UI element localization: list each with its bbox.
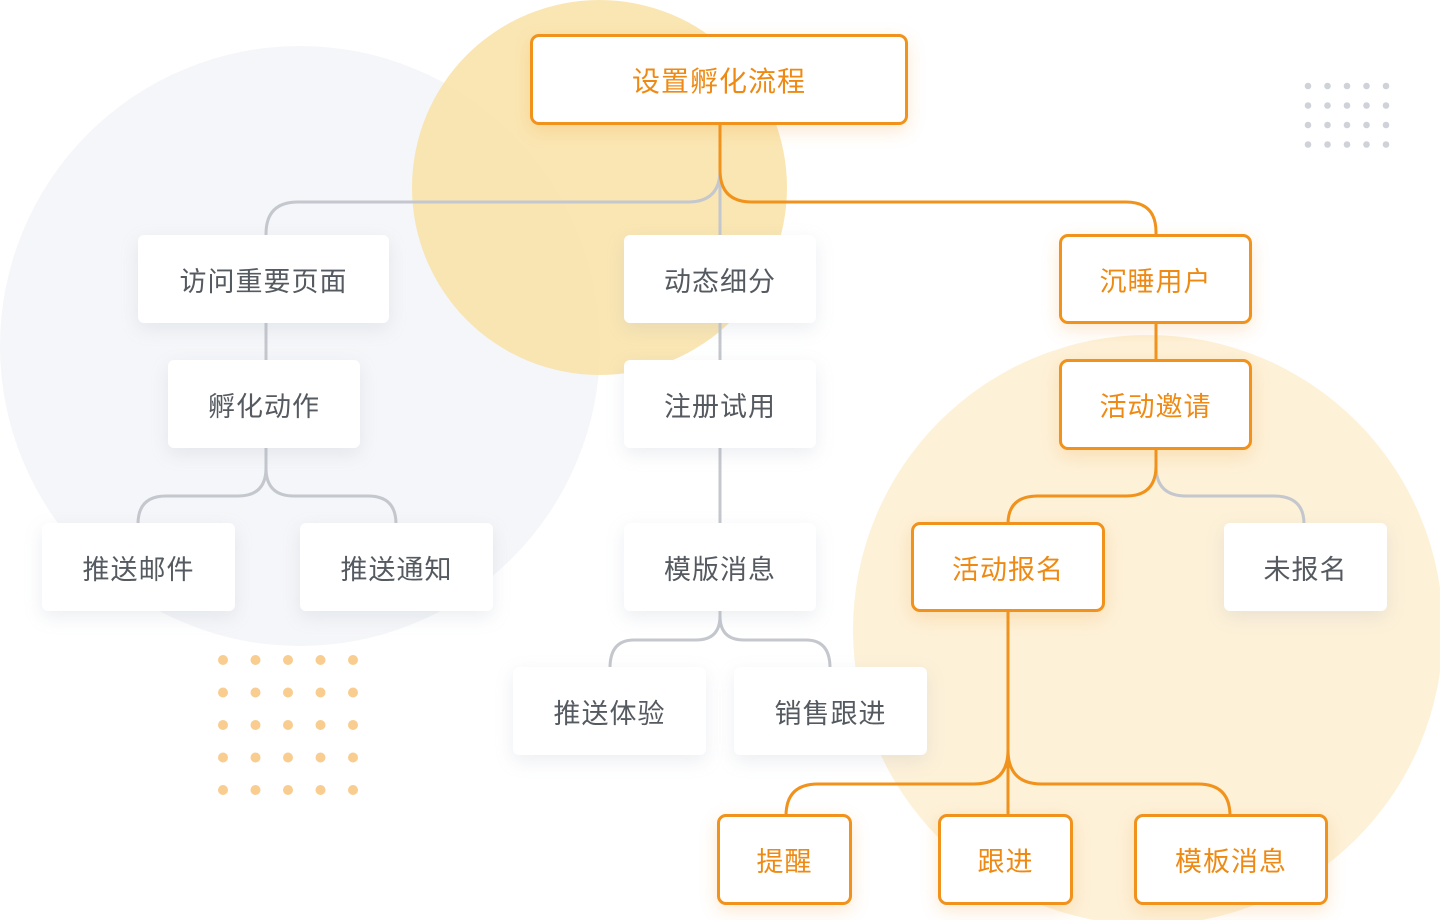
node-label: 设置孵化流程 [631,64,806,98]
decorative-dot [1343,102,1351,109]
decorative-dot [1343,121,1351,129]
decorative-dot [250,720,261,730]
decorative-dot [1324,121,1331,129]
decorative-dot [250,785,261,795]
decorative-dot [1363,82,1370,90]
decorative-dot [1324,82,1331,90]
node-label: 活动邀请 [1099,392,1212,423]
node-event-signup[interactable]: 活动报名 [911,522,1105,612]
decorative-dot [348,785,358,795]
connector-invite-to-notsigned [1154,448,1306,525]
decorative-dot [348,687,358,698]
connector-hatch-to-notice [264,467,398,525]
decorative-dot [283,785,293,795]
node-label: 模版消息 [664,554,776,586]
node-not-signed-up[interactable]: 未报名 [1224,523,1387,611]
node-register-trial[interactable]: 注册试用 [624,360,816,448]
node-label: 沉睡用户 [1099,266,1212,298]
node-root-setup-hatch-flow[interactable]: 设置孵化流程 [530,34,908,125]
decorative-dot [1343,82,1351,90]
node-dormant-users[interactable]: 沉睡用户 [1059,234,1252,324]
node-visit-important-pages[interactable]: 访问重要页面 [138,235,389,323]
decorative-dot [1324,141,1331,148]
decorative-dot [315,655,326,665]
decorative-dot [1363,121,1370,129]
decorative-dot [1382,102,1390,109]
node-label: 跟进 [977,847,1034,878]
decorative-dot [1304,102,1312,109]
decorative-dot [283,720,293,730]
node-push-experience[interactable]: 推送体验 [513,667,706,755]
node-label: 注册试用 [664,391,776,423]
node-label: 提醒 [756,847,813,878]
connector-root-to-dormant [718,125,1158,236]
node-label: 推送邮件 [82,554,195,586]
decorative-dot [218,720,228,730]
node-label: 孵化动作 [208,391,320,423]
connector-template-to-experience [608,610,722,669]
decorative-dot [1304,121,1312,129]
decorative-dot [348,655,358,665]
decorative-dot [250,752,261,763]
node-template-message-right[interactable]: 模板消息 [1134,814,1328,905]
node-push-notification[interactable]: 推送通知 [300,523,493,611]
connector-signup-to-remind [784,749,1010,817]
connector-invite-to-signup [1006,448,1158,525]
decorative-dot [250,655,261,665]
decorative-dot [1324,102,1331,109]
decorative-dot [315,752,326,763]
decorative-dot [283,655,293,665]
connector-signup-to-template [1006,749,1232,817]
decorative-dot [218,687,228,698]
node-label: 销售跟进 [774,698,887,730]
decorative-dot [218,752,228,763]
decorative-dot [348,720,358,730]
decorative-dot [315,687,326,698]
decorative-dot [1363,141,1370,148]
node-label: 推送体验 [553,698,666,730]
decorative-dot [1343,141,1351,148]
node-event-invitation[interactable]: 活动邀请 [1059,359,1252,450]
decorative-dot [348,752,358,763]
decorative-dot [218,655,228,665]
decorative-dot-grid-gray [1304,82,1390,148]
decorative-dot [1382,121,1390,129]
node-label: 推送通知 [340,554,453,586]
decorative-dot [1304,141,1312,148]
decorative-dot [315,785,326,795]
decorative-dot [283,752,293,763]
decorative-dot-grid-orange [218,655,358,795]
decorative-dot [315,720,326,730]
connector-template-to-sales [718,615,832,669]
node-push-email[interactable]: 推送邮件 [42,523,235,611]
node-label: 动态细分 [664,266,776,298]
node-remind[interactable]: 提醒 [717,814,852,905]
decorative-dot [1363,102,1370,109]
connector-hatch-to-email [136,448,268,525]
node-label: 活动报名 [952,554,1064,586]
decorative-dot [1382,141,1390,148]
node-label: 模板消息 [1175,847,1287,878]
node-hatch-action[interactable]: 孵化动作 [168,360,360,448]
node-label: 访问重要页面 [179,266,348,298]
node-follow-up[interactable]: 跟进 [938,814,1073,905]
node-sales-followup[interactable]: 销售跟进 [734,667,927,755]
decorative-dot [283,687,293,698]
node-template-message-middle[interactable]: 模版消息 [624,523,816,611]
node-label: 未报名 [1263,554,1348,586]
decorative-dot [250,687,261,698]
node-dynamic-segment[interactable]: 动态细分 [624,235,816,323]
decorative-dot [1304,82,1312,90]
decorative-dot [218,785,228,795]
decorative-dot [1382,82,1390,90]
connector-root-to-visit [264,125,722,240]
